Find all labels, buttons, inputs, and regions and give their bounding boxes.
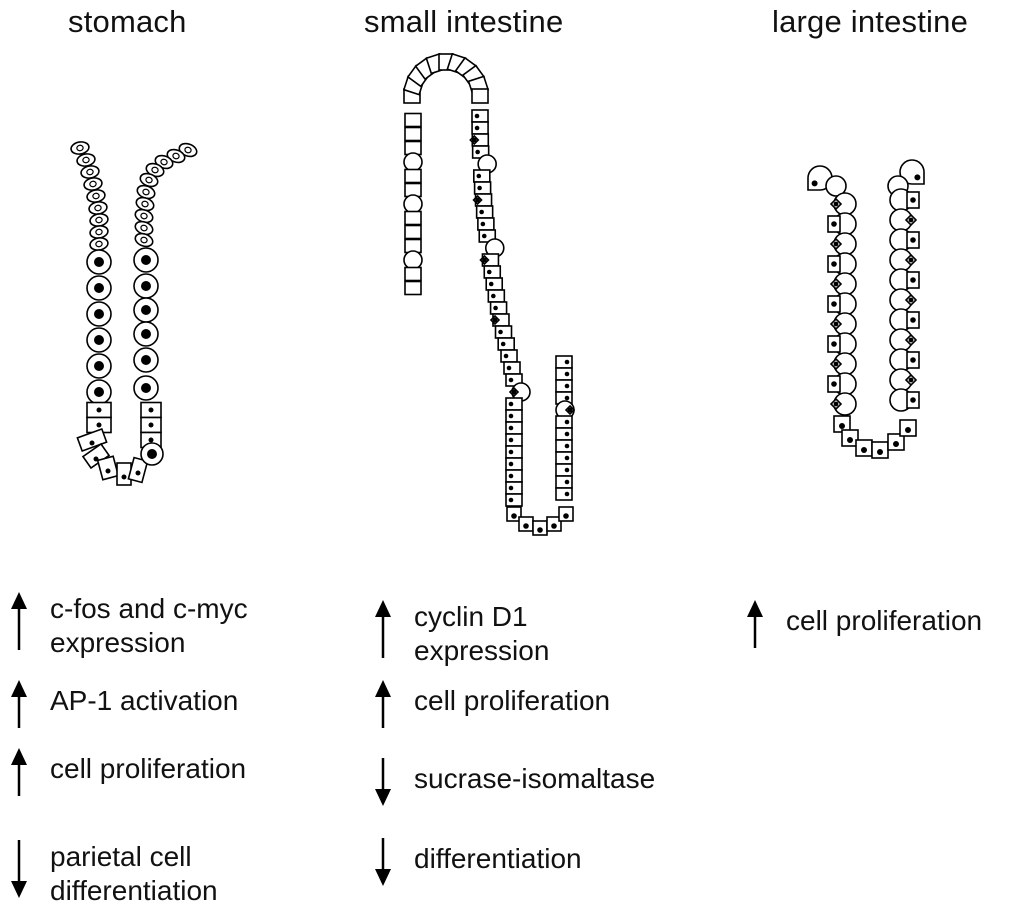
effect-label-line: differentiation xyxy=(50,875,218,906)
effect-label-line: expression xyxy=(414,635,550,666)
up-arrow-icon xyxy=(11,592,27,650)
effect-label-line: cell proliferation xyxy=(414,685,611,716)
effect-item: AP-1 activation xyxy=(8,680,238,728)
up-arrow-icon xyxy=(375,600,391,658)
epithelium-diagram xyxy=(70,52,925,536)
effect-item: sucrase-isomaltase xyxy=(372,758,655,806)
up-arrow-icon xyxy=(11,680,27,728)
effect-item: cell proliferation xyxy=(744,600,982,648)
up-arrow-icon xyxy=(375,680,391,728)
effect-label: cell proliferation xyxy=(786,604,982,638)
up-arrow-icon xyxy=(11,748,27,796)
stomach-gland-illustration xyxy=(70,141,198,486)
down-arrow-icon xyxy=(375,758,391,806)
effect-label-line: cell proliferation xyxy=(50,753,247,784)
down-arrow-icon xyxy=(11,840,27,898)
effect-label-line: AP-1 activation xyxy=(50,685,239,716)
up-arrow-icon xyxy=(747,600,763,648)
stomach-title: stomach xyxy=(68,4,187,39)
small-intestine-title: small intestine xyxy=(364,4,564,39)
effect-label: AP-1 activation xyxy=(50,684,238,718)
effect-label: differentiation xyxy=(414,842,582,876)
large-intestine-crypt-illustration xyxy=(807,159,925,459)
effect-label-line: c-fos and c-myc xyxy=(50,593,248,624)
effect-item: cell proliferation xyxy=(8,748,246,796)
large-intestine-title: large intestine xyxy=(772,4,969,39)
effect-item: differentiation xyxy=(372,838,582,886)
effect-label-line: expression xyxy=(50,627,186,658)
effect-item: cell proliferation xyxy=(372,680,610,728)
effect-label-line: cyclin D1 xyxy=(414,601,528,632)
effect-label-line: sucrase-isomaltase xyxy=(414,763,656,794)
effect-label-line: parietal cell xyxy=(50,841,192,872)
down-arrow-icon xyxy=(375,838,391,886)
effect-label: cell proliferation xyxy=(50,752,246,786)
effect-label-line: differentiation xyxy=(414,843,582,874)
effect-label: sucrase-isomaltase xyxy=(414,762,655,796)
effect-label: cell proliferation xyxy=(414,684,610,718)
small-intestine-crypt-villus-illustration xyxy=(402,52,576,536)
effect-label-line: cell proliferation xyxy=(786,605,983,636)
